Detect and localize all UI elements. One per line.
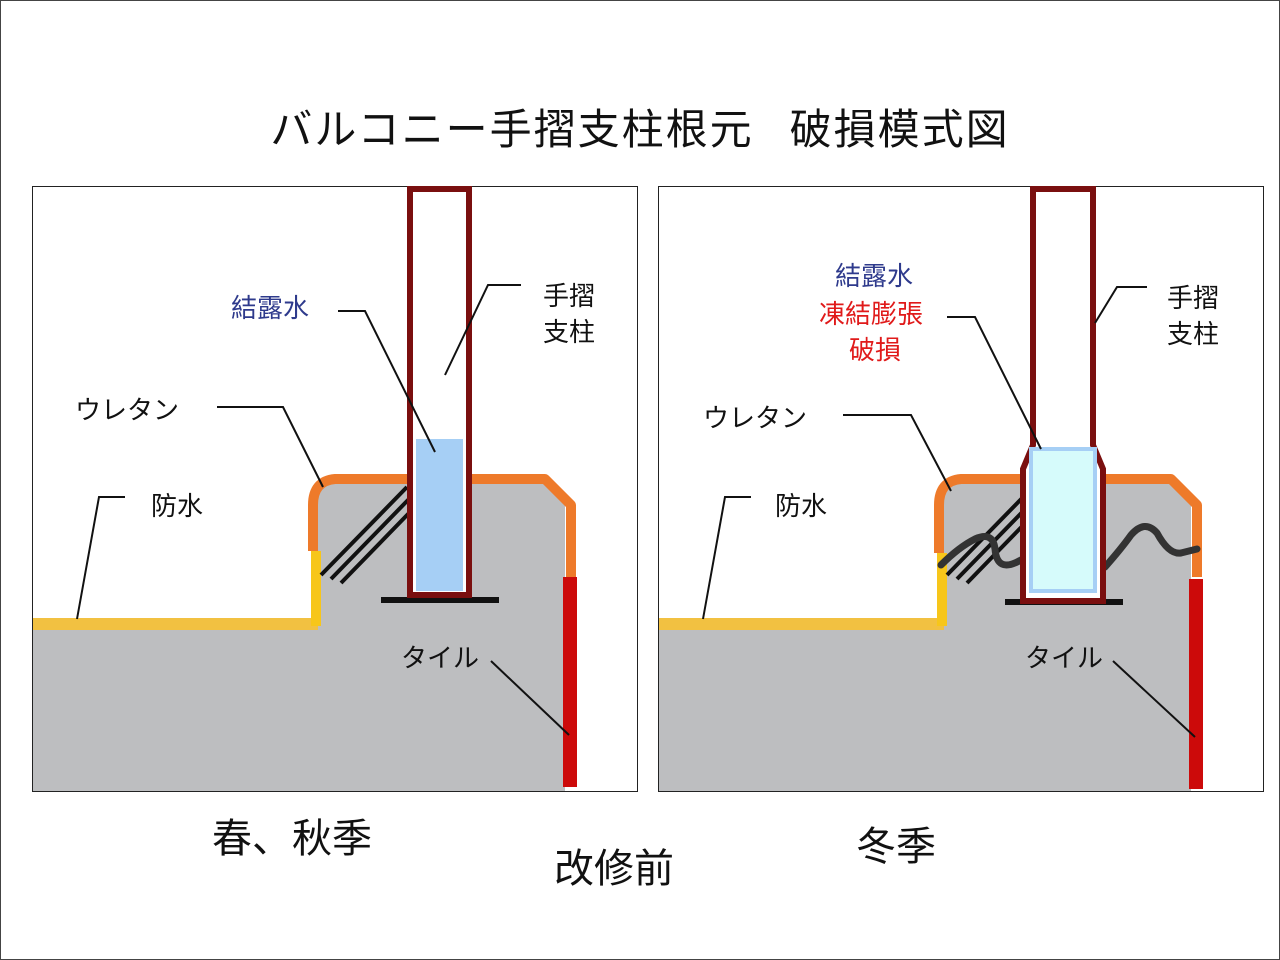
page-title: バルコニー手摺支柱根元破損模式図 (0, 96, 1280, 157)
leader-waterproof (76, 496, 125, 620)
freeze-crack (937, 533, 1031, 569)
diagram-winter: 結露水 凍結膨張 破損 手摺 支柱 ウレタン 防水 タイル (658, 186, 1264, 792)
label-post-2: 支柱 (543, 318, 596, 348)
caption-spring-autumn: 春、秋季 (212, 816, 372, 862)
condensation-water (416, 439, 463, 591)
leader-urethane (843, 414, 952, 492)
leader-waterproof (702, 496, 751, 620)
label-waterproof: 防水 (151, 492, 204, 522)
diagram-winter-svg (659, 186, 1203, 791)
base-plate (381, 597, 499, 603)
label-post-1: 手摺 (1167, 284, 1220, 314)
tile-layer (563, 577, 577, 787)
title-sub: 破損模式図 (789, 105, 1010, 154)
tile-layer (1189, 579, 1203, 789)
leader-urethane (217, 406, 324, 488)
diagram-spring-autumn: 結露水 手摺 支柱 ウレタン 防水 タイル (32, 186, 638, 792)
leader-condensation (947, 316, 1042, 450)
freeze-crack-right (1101, 523, 1201, 571)
frozen-water (1029, 447, 1097, 593)
caption-winter: 冬季 (856, 824, 936, 870)
label-condensation: 結露水 (231, 294, 310, 324)
label-tile: タイル (1025, 644, 1104, 674)
leader-post (1094, 286, 1147, 324)
label-tile: タイル (401, 644, 480, 674)
leader-post (444, 284, 521, 376)
waterproof-riser (937, 553, 947, 626)
diagram-spring-autumn-svg (33, 186, 577, 791)
leader-tile (490, 660, 570, 736)
waterproof-riser (311, 551, 321, 626)
label-post-2: 支柱 (1167, 320, 1220, 350)
label-freeze-expansion: 凍結膨張 (819, 300, 924, 330)
leader-tile (1112, 660, 1196, 738)
label-urethane: ウレタン (75, 396, 180, 426)
label-damage: 破損 (849, 336, 902, 366)
label-post-1: 手摺 (543, 282, 596, 312)
label-condensation: 結露水 (835, 262, 914, 292)
title-main: バルコニー手摺支柱根元 (270, 105, 754, 154)
leader-condensation (338, 310, 436, 453)
concrete-slab (659, 481, 1191, 791)
label-urethane: ウレタン (703, 404, 808, 434)
concrete-slab (33, 481, 565, 791)
label-waterproof: 防水 (775, 492, 828, 522)
crack-lines (319, 485, 413, 585)
caption-before-repair: 改修前 (554, 846, 674, 892)
